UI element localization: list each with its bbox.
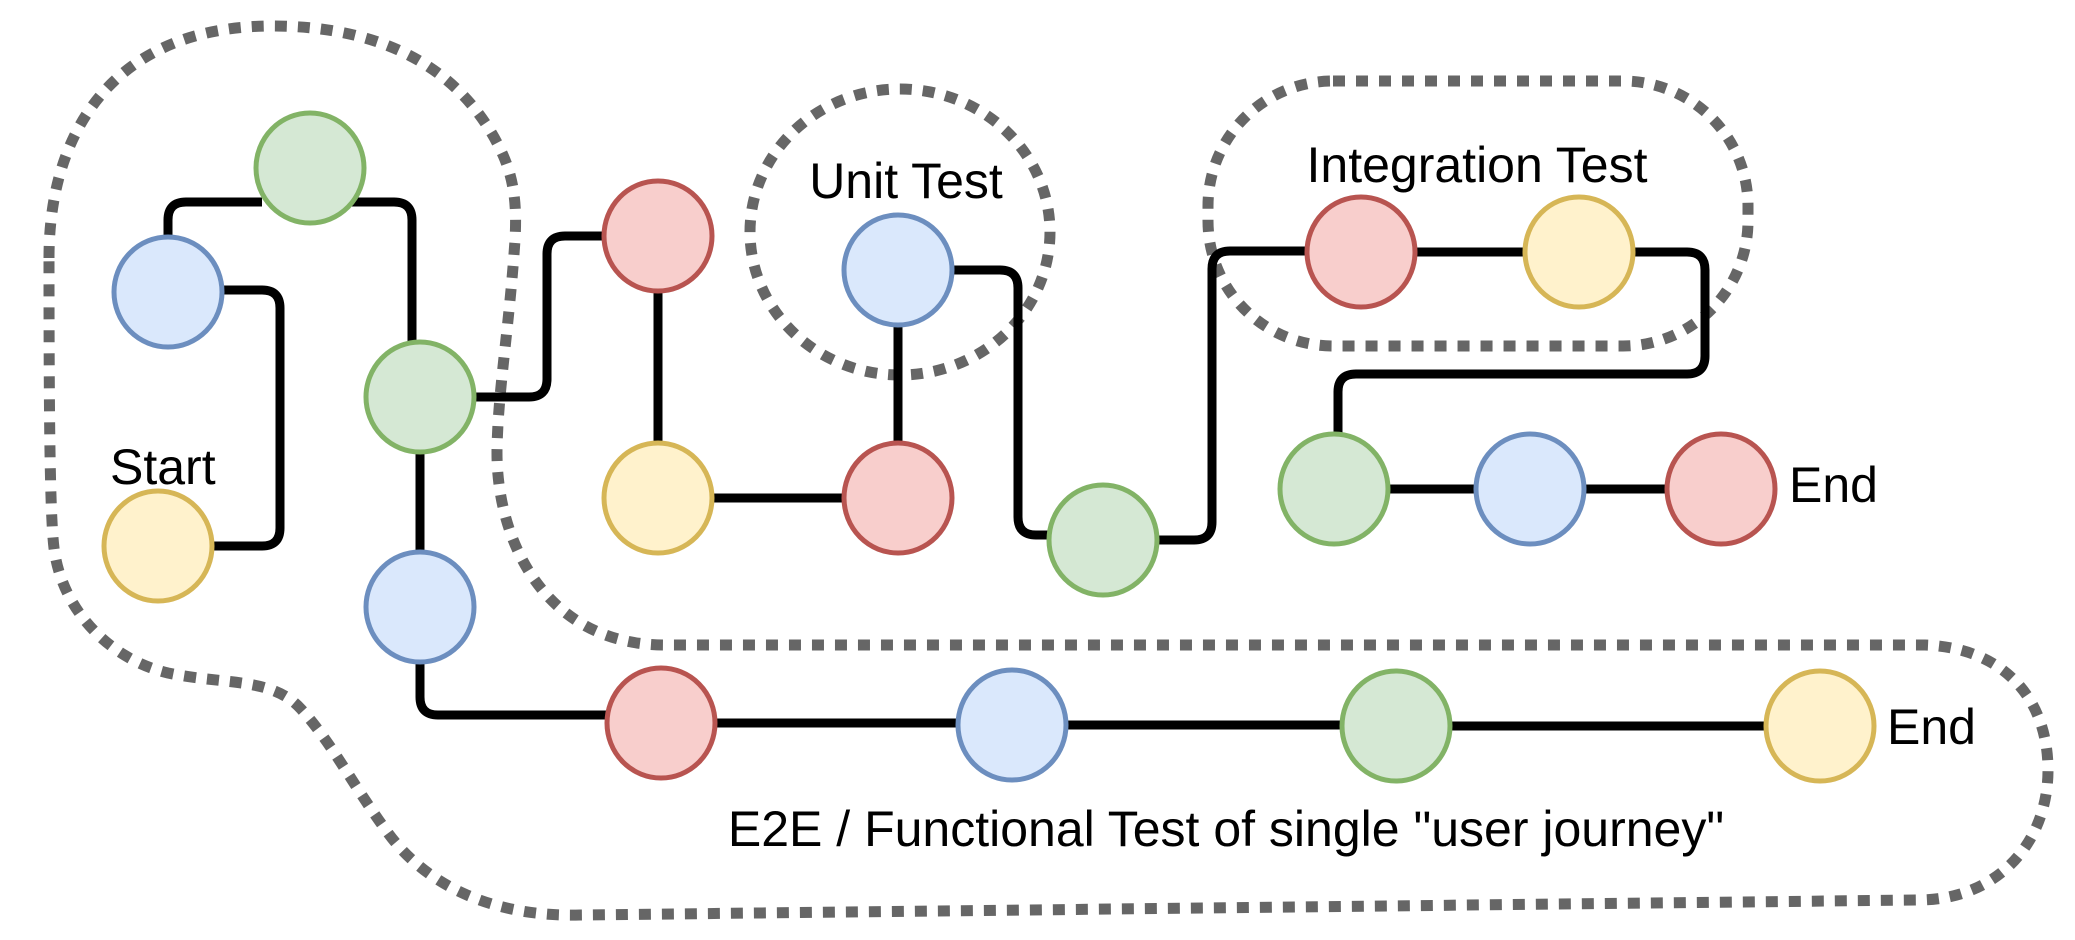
node-start-blue xyxy=(111,234,225,350)
node-end-row-blue xyxy=(1473,431,1587,547)
connector-green2-red1 xyxy=(474,231,606,402)
node-integration-yellow xyxy=(1522,194,1636,310)
nodes-layer xyxy=(101,110,1877,784)
node-start-yellow xyxy=(101,488,215,604)
node-red-mid xyxy=(841,440,955,556)
node-red-upper xyxy=(601,178,715,294)
node-e2e-end-yellow xyxy=(1763,668,1877,784)
connectors-layer xyxy=(163,197,1766,731)
e2e-start-boundary-outline xyxy=(43,20,2054,921)
node-e2e-green xyxy=(1339,668,1453,784)
integration-test-label: Integration Test xyxy=(1307,137,1648,193)
node-e2e-red xyxy=(604,665,718,781)
node-integration-red xyxy=(1304,194,1418,310)
node-e2e-blue-left xyxy=(363,549,477,665)
node-start-green-top xyxy=(253,110,367,226)
connector-blue1-green1 xyxy=(163,197,262,238)
node-yellow-mid xyxy=(601,440,715,556)
node-green-center xyxy=(1046,482,1160,598)
unit-test-label: Unit Test xyxy=(809,153,1003,209)
connector-blue2-red3 xyxy=(415,661,609,720)
node-e2e-blue xyxy=(955,667,1069,783)
connector-green4-intred xyxy=(1157,246,1308,545)
connector-green1-green2 xyxy=(352,197,417,350)
node-end-row-green xyxy=(1277,431,1391,547)
node-end-red xyxy=(1664,431,1778,547)
connector-unitblue-green4 xyxy=(952,265,1051,540)
connector-blue1-startyellow xyxy=(212,285,285,551)
end-label-integration-row: End xyxy=(1789,457,1878,513)
start-label: Start xyxy=(110,439,216,495)
node-start-green-mid xyxy=(363,339,477,455)
connector-intyellow-green5 xyxy=(1333,247,1710,437)
integration-test-boundary-outline xyxy=(1202,75,1754,352)
node-unit-blue xyxy=(841,212,955,328)
end-label-e2e-row: End xyxy=(1887,699,1976,755)
e2e-label: E2E / Functional Test of single "user jo… xyxy=(728,801,1724,857)
